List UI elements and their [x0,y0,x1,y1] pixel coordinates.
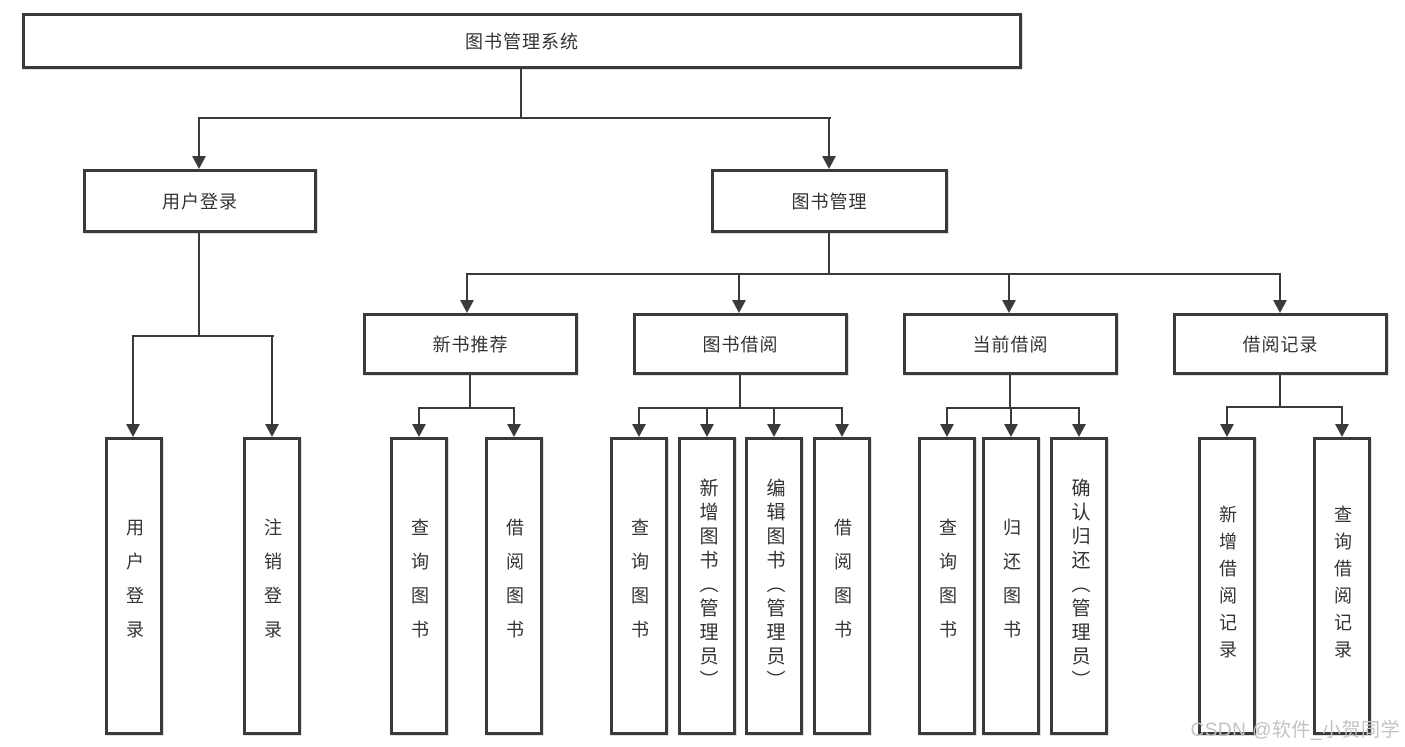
leaf-query-books-recommend: 查询图书 [390,437,448,735]
leaf-borrow-books: 借阅图书 [813,437,871,735]
edge-drop-leaf-logout [271,337,273,425]
node-book-borrow: 图书借阅 [633,313,848,375]
leaf-borrow-books-label: 借阅图书 [832,518,852,654]
edge-drop-book-borrow [738,275,740,301]
edge-new-book-recommend-stem [469,375,471,408]
node-current-borrow: 当前借阅 [903,313,1118,375]
arrow-down-icon [265,424,279,437]
leaf-confirm-return-admin: 确认归还（管理员） [1050,437,1108,735]
node-root-label: 图书管理系统 [465,32,579,52]
edge-root-bus [198,117,831,119]
leaf-edit-book-admin-label: 编辑图书（管理员） [763,478,785,694]
arrow-down-icon [632,424,646,437]
leaf-add-borrow-record-label: 新增借阅记录 [1217,505,1237,667]
leaf-user-login-label: 用户登录 [124,518,144,654]
arrow-down-icon [126,424,140,437]
leaf-confirm-return-admin-label: 确认归还（管理员） [1068,478,1090,694]
leaf-return-books-label: 归还图书 [1001,518,1021,654]
arrow-down-icon [767,424,781,437]
arrow-down-icon [1335,424,1349,437]
edge-drop-edit-book-admin [773,409,775,425]
node-book-management-label: 图书管理 [791,192,868,212]
leaf-query-books-current-label: 查询图书 [937,518,957,654]
arrow-down-icon [1072,424,1086,437]
edge-drop-borrow-books [841,409,843,425]
node-book-borrow-label: 图书借阅 [702,335,779,355]
leaf-borrow-books-recommend-label: 借阅图书 [504,518,524,654]
arrow-down-icon [700,424,714,437]
arrow-down-icon [940,424,954,437]
leaf-query-books-current: 查询图书 [918,437,976,735]
edge-drop-borrow-books-recommend [513,409,515,425]
arrow-down-icon [460,300,474,313]
leaf-query-books-recommend-label: 查询图书 [409,518,429,654]
leaf-query-books-borrow-label: 查询图书 [629,518,649,654]
arrow-down-icon [1220,424,1234,437]
edge-drop-query-books-recommend [418,409,420,425]
edge-root-stem [520,69,522,118]
leaf-user-login: 用户登录 [105,437,163,735]
node-user-login: 用户登录 [83,169,317,233]
edge-current-borrow-bus [946,407,1080,409]
edge-drop-leaf-user-login [132,337,134,425]
node-new-book-recommend-label: 新书推荐 [432,335,509,355]
edge-drop-query-borrow-record [1341,408,1343,425]
arrow-down-icon [507,424,521,437]
leaf-query-borrow-record-label: 查询借阅记录 [1332,505,1352,667]
edge-drop-return-books [1010,409,1012,425]
edge-user-login-stem [198,233,200,335]
leaf-return-books: 归还图书 [982,437,1040,735]
watermark: CSDN @软件_小贺同学 [1190,720,1400,741]
leaf-logout: 注销登录 [243,437,301,735]
arrow-down-icon [192,156,206,169]
arrow-down-icon [732,300,746,313]
leaf-add-book-admin: 新增图书（管理员） [678,437,736,735]
edge-book-borrow-bus [638,407,843,409]
edge-drop-add-borrow-record [1226,408,1228,425]
edge-borrow-records-bus [1226,406,1343,408]
edge-drop-user-login [198,119,200,157]
edge-drop-add-book-admin [706,409,708,425]
edge-book-management-stem [828,233,830,273]
leaf-query-books-borrow: 查询图书 [610,437,668,735]
arrow-down-icon [1273,300,1287,313]
edge-drop-query-books-current [946,409,948,425]
edge-current-borrow-stem [1009,375,1011,408]
edge-drop-borrow-records [1279,275,1281,301]
node-root: 图书管理系统 [22,13,1022,69]
leaf-edit-book-admin: 编辑图书（管理员） [745,437,803,735]
leaf-logout-label: 注销登录 [262,518,282,654]
edge-drop-query-books-borrow [638,409,640,425]
leaf-add-borrow-record: 新增借阅记录 [1198,437,1256,735]
leaf-borrow-books-recommend: 借阅图书 [485,437,543,735]
node-borrow-records-label: 借阅记录 [1242,335,1319,355]
edge-borrow-records-stem [1279,375,1281,407]
arrow-down-icon [1004,424,1018,437]
arrow-down-icon [1002,300,1016,313]
arrow-down-icon [835,424,849,437]
edge-drop-confirm-return-admin [1078,409,1080,425]
edge-book-borrow-stem [739,375,741,408]
arrow-down-icon [822,156,836,169]
edge-book-management-bus [466,273,1281,275]
leaf-add-book-admin-label: 新增图书（管理员） [696,478,718,694]
edge-drop-current-borrow [1008,275,1010,301]
node-new-book-recommend: 新书推荐 [363,313,578,375]
edge-drop-new-book-recommend [466,275,468,301]
node-book-management: 图书管理 [711,169,948,233]
edge-user-login-bus [132,335,274,337]
edge-drop-book-management [828,119,830,157]
leaf-query-borrow-record: 查询借阅记录 [1313,437,1371,735]
node-user-login-label: 用户登录 [162,192,238,212]
arrow-down-icon [412,424,426,437]
node-current-borrow-label: 当前借阅 [972,335,1049,355]
node-borrow-records: 借阅记录 [1173,313,1388,375]
edge-new-book-recommend-bus [418,407,515,409]
